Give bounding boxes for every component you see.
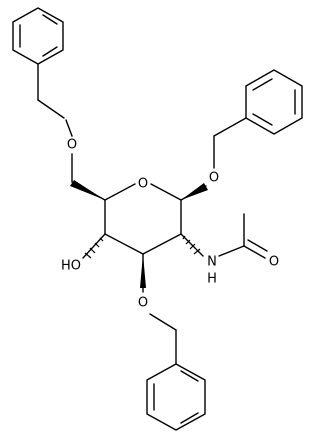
benzene-ring-top-right bbox=[245, 69, 303, 135]
bond-ch2-o6 bbox=[37, 99, 65, 119]
hash-c2-n bbox=[182, 235, 201, 255]
bond-c2-c3 bbox=[142, 233, 182, 255]
oxygen-c6: O bbox=[67, 138, 77, 153]
oxygen-carbonyl: O bbox=[269, 255, 279, 270]
bond-carbonyl-o-1 bbox=[243, 245, 266, 259]
bond-carbonyl-o-2 bbox=[247, 239, 268, 252]
bond-n-carbonyl bbox=[218, 245, 245, 257]
wedge-c3-o3 bbox=[140, 254, 146, 288]
hash-c4-oh bbox=[84, 237, 104, 259]
bond-oring-c1 bbox=[150, 183, 182, 201]
benzene-ring-top-left bbox=[12, 7, 64, 65]
wedge-c1-o1 bbox=[181, 183, 208, 200]
hydroxyl-c4: HO bbox=[61, 259, 81, 274]
bond-ch2-o6-link bbox=[65, 119, 73, 137]
oxygen-c3: O bbox=[138, 296, 148, 311]
hydrogen-acetamido: H bbox=[207, 272, 217, 287]
benzene-ring-bottom bbox=[146, 363, 206, 431]
bond-ch2-ring2 bbox=[213, 117, 247, 137]
bond-c2-n bbox=[180, 233, 204, 257]
nitrogen-acetamido: N bbox=[207, 255, 217, 270]
bond-c5-oring bbox=[104, 183, 136, 201]
bond-o3-ch2 bbox=[149, 313, 177, 331]
oxygen-anomeric: O bbox=[209, 171, 219, 186]
wedge-c5-c6 bbox=[70, 180, 105, 200]
oxygen-ring: O bbox=[138, 177, 148, 192]
bond-c3-c4 bbox=[104, 233, 144, 255]
